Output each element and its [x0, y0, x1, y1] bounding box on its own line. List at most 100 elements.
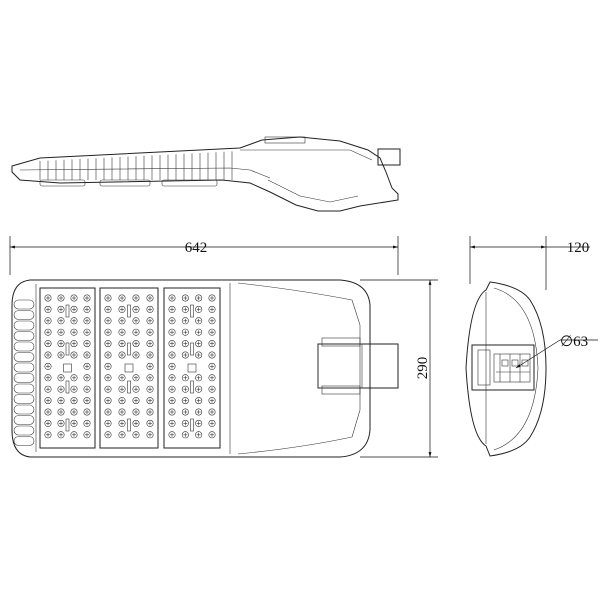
led-chip — [70, 351, 78, 359]
led-chip — [132, 294, 140, 302]
led-module-1 — [39, 287, 96, 449]
led-chip — [168, 305, 176, 313]
led-chip — [208, 328, 216, 336]
led-chip — [181, 385, 189, 393]
led-chip — [132, 317, 140, 325]
led-chip — [132, 397, 140, 405]
led-chip — [195, 340, 203, 348]
led-chip — [132, 431, 140, 439]
led-chip — [132, 340, 140, 348]
led-chip — [70, 385, 78, 393]
dimension-pole-diameter: ∅63 — [515, 334, 598, 369]
side-led-lens-group-1 — [39, 179, 86, 187]
led-chip — [181, 305, 189, 313]
led-chip — [57, 328, 65, 336]
led-chip — [104, 305, 112, 313]
led-chip — [168, 328, 176, 336]
dimension-depth: 120 — [469, 236, 590, 290]
led-chip — [168, 362, 176, 370]
led-chip — [104, 385, 112, 393]
led-chip — [70, 419, 78, 427]
led-chip — [83, 431, 91, 439]
led-chip — [104, 374, 112, 382]
led-chip — [195, 397, 203, 405]
led-chip — [208, 294, 216, 302]
led-chip — [181, 374, 189, 382]
dimension-pole-diameter-label: ∅63 — [560, 334, 588, 350]
led-chip — [181, 397, 189, 405]
led-chip — [44, 408, 52, 416]
led-chip — [168, 294, 176, 302]
led-chip — [146, 419, 154, 427]
led-chip — [104, 397, 112, 405]
led-chip — [83, 385, 91, 393]
led-chip — [195, 351, 203, 359]
led-chip — [44, 340, 52, 348]
led-chip — [83, 362, 91, 370]
dimension-height: 290 — [360, 279, 438, 458]
led-chip — [146, 351, 154, 359]
led-chip — [168, 374, 176, 382]
led-chip — [83, 419, 91, 427]
led-chip — [208, 397, 216, 405]
mount-bracket — [317, 343, 399, 389]
led-chip — [118, 408, 126, 416]
led-chip — [146, 397, 154, 405]
led-chip — [181, 294, 189, 302]
led-module-2 — [99, 287, 159, 449]
led-chip — [57, 294, 65, 302]
led-chip — [70, 305, 78, 313]
led-chip — [44, 317, 52, 325]
led-chip — [168, 351, 176, 359]
led-chip — [104, 351, 112, 359]
led-chip — [181, 328, 189, 336]
led-chip — [44, 419, 52, 427]
led-chip — [83, 305, 91, 313]
led-chip — [44, 431, 52, 439]
led-chip — [104, 328, 112, 336]
led-chip — [181, 419, 189, 427]
led-chip — [208, 305, 216, 313]
led-chip — [118, 385, 126, 393]
led-chip — [44, 362, 52, 370]
side-led-lens-group-3 — [161, 179, 218, 187]
led-chip — [83, 317, 91, 325]
top-view — [11, 279, 399, 458]
pole-clamp — [471, 344, 535, 391]
led-chip — [83, 408, 91, 416]
led-chip — [146, 328, 154, 336]
led-chip — [208, 362, 216, 370]
led-chip — [44, 385, 52, 393]
led-chip — [146, 431, 154, 439]
led-chip — [44, 328, 52, 336]
led-chip — [57, 317, 65, 325]
led-chip — [146, 374, 154, 382]
led-chip — [132, 374, 140, 382]
dimension-depth-label: 120 — [567, 240, 590, 256]
led-chip — [83, 328, 91, 336]
led-chip — [70, 431, 78, 439]
side-heat-fins — [39, 151, 233, 180]
led-chip — [132, 408, 140, 416]
led-chip — [195, 294, 203, 302]
led-chip — [57, 397, 65, 405]
led-chip — [168, 385, 176, 393]
led-chip — [208, 374, 216, 382]
dimension-height-label: 290 — [415, 357, 431, 380]
led-chip — [181, 317, 189, 325]
led-chip — [181, 431, 189, 439]
led-chip — [118, 374, 126, 382]
led-chip — [208, 431, 216, 439]
led-chip — [104, 419, 112, 427]
led-chip — [181, 351, 189, 359]
led-chip — [118, 351, 126, 359]
led-chip — [104, 340, 112, 348]
led-chip — [57, 408, 65, 416]
led-chip — [104, 408, 112, 416]
dimension-length: 642 — [9, 236, 399, 275]
led-chip — [195, 431, 203, 439]
led-chip — [146, 408, 154, 416]
led-chip — [146, 340, 154, 348]
led-chip — [195, 305, 203, 313]
led-chip — [83, 294, 91, 302]
